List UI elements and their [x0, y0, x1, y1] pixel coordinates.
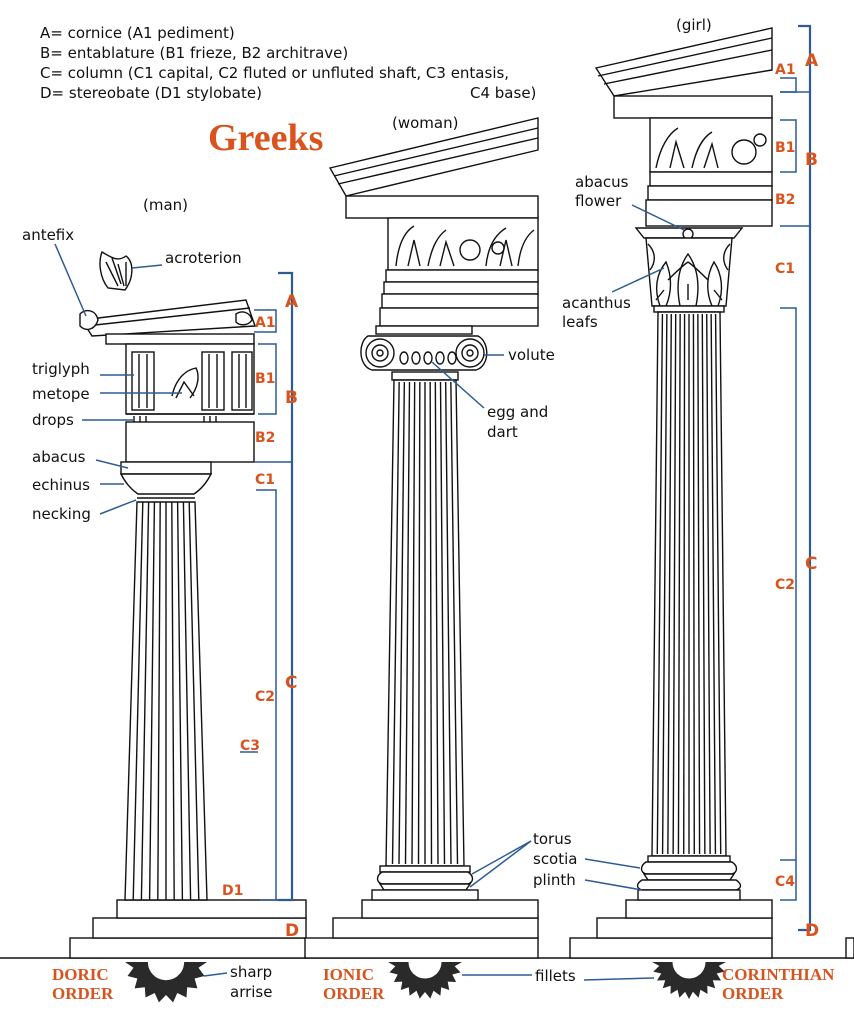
- label-echinus: echinus: [32, 476, 90, 494]
- doric-labels: antefix acroterion triglyph metope drops…: [22, 226, 242, 523]
- order-ionic-2: ORDER: [323, 984, 385, 1003]
- egg-and-dart-band: [399, 351, 457, 365]
- label-scotia: scotia: [533, 850, 577, 868]
- ground: [0, 899, 854, 959]
- label-abacus-flower-1: abacus: [575, 173, 629, 191]
- acroterion-ornament: [99, 250, 133, 291]
- caption-girl: (girl): [676, 16, 712, 34]
- ionic-order: [328, 117, 539, 901]
- measure-brackets: [240, 24, 812, 932]
- legend: A= cornice (A1 pediment) B= entablature …: [40, 24, 536, 102]
- code-corinthian-c1: C1: [775, 261, 795, 277]
- pointer-lines: [54, 204, 685, 981]
- order-doric-1: DORIC: [52, 965, 109, 984]
- label-acroterion: acroterion: [165, 249, 242, 267]
- legend-line-c4: C4 base): [470, 84, 536, 102]
- label-plinth: plinth: [533, 871, 576, 889]
- label-abacus-flower-2: flower: [575, 192, 622, 210]
- scotia: [378, 883, 472, 891]
- code-letters: A A1 B1 B B2 C1 C C2 C3 D1 D A A1 B1 B B…: [222, 51, 819, 941]
- legend-line-b: B= entablature (B1 frieze, B2 architrave…: [40, 44, 348, 62]
- label-torus: torus: [533, 830, 572, 848]
- order-corinthian-1: CORINTHIAN: [722, 965, 835, 984]
- code-corinthian-a: A: [805, 51, 819, 71]
- label-egg-and: egg and: [487, 403, 548, 421]
- label-abacus: abacus: [32, 448, 86, 466]
- order-doric-2: ORDER: [52, 984, 114, 1003]
- code-doric-d: D: [285, 921, 299, 941]
- code-corinthian-c2: C2: [775, 577, 795, 593]
- legend-line-d: D= stereobate (D1 stylobate): [40, 84, 262, 102]
- page-title: Greeks: [208, 117, 323, 159]
- doric-flute-profile: [125, 962, 207, 1003]
- corinthian-frieze-relief: [655, 127, 767, 169]
- legend-line-c: C= column (C1 capital, C2 fluted or unfl…: [40, 64, 509, 82]
- label-triglyph: triglyph: [32, 360, 90, 378]
- torus: [376, 871, 474, 885]
- label-metope: metope: [32, 385, 90, 403]
- label-fillets: fillets: [535, 967, 576, 985]
- volute-left: [365, 338, 395, 368]
- legend-line-a: A= cornice (A1 pediment): [40, 24, 235, 42]
- code-doric-a1: A1: [255, 315, 276, 331]
- label-acanthus-2: leafs: [562, 313, 598, 331]
- code-corinthian-c: C: [805, 554, 817, 574]
- label-antefix: antefix: [22, 226, 74, 244]
- code-corinthian-b1: B1: [775, 140, 795, 156]
- code-doric-b: B: [285, 388, 298, 408]
- code-corinthian-b: B: [805, 150, 818, 170]
- ionic-frieze-relief: [395, 225, 535, 267]
- caption-woman: (woman): [392, 114, 458, 132]
- ionic-labels: volute egg and dart torus scotia plinth: [487, 346, 577, 889]
- code-doric-b1: B1: [255, 371, 275, 387]
- corinthian-order: [594, 27, 773, 901]
- label-sharp: sharp: [230, 963, 272, 981]
- antefix-ornament: [79, 309, 99, 331]
- code-doric-a: A: [285, 292, 299, 312]
- flute-profiles: [125, 962, 726, 1003]
- ionic-flute-profile: [388, 962, 462, 999]
- label-drops: drops: [32, 411, 74, 429]
- code-corinthian-c4: C4: [775, 874, 795, 890]
- label-acanthus-1: acanthus: [562, 294, 631, 312]
- code-doric-c3: C3: [240, 738, 260, 754]
- triglyphs: [131, 351, 253, 411]
- code-doric-d1: D1: [222, 883, 243, 899]
- code-doric-c2: C2: [255, 689, 275, 705]
- order-ionic-1: IONIC: [323, 965, 374, 984]
- label-necking: necking: [32, 505, 91, 523]
- label-arrise: arrise: [230, 983, 272, 1001]
- label-volute: volute: [508, 346, 555, 364]
- code-doric-c1: C1: [255, 472, 275, 488]
- label-dart: dart: [487, 423, 518, 441]
- corinthian-flute-profile: [652, 962, 726, 999]
- volute-right: [455, 338, 485, 368]
- doric-order: [79, 250, 256, 901]
- code-doric-c: C: [285, 673, 297, 693]
- code-corinthian-a1: A1: [775, 62, 796, 78]
- bottom-labels: sharp arrise fillets: [230, 963, 576, 1001]
- code-corinthian-b2: B2: [775, 192, 795, 208]
- plinth: [371, 889, 479, 901]
- code-doric-b2: B2: [255, 430, 275, 446]
- caption-man: (man): [143, 196, 188, 214]
- corinthian-labels: abacus flower acanthus leafs: [562, 173, 631, 331]
- acanthus-leaves: [647, 243, 731, 307]
- order-corinthian-2: ORDER: [722, 984, 784, 1003]
- order-names: DORIC ORDER IONIC ORDER CORINTHIAN ORDER: [52, 965, 835, 1003]
- code-corinthian-d: D: [805, 921, 819, 941]
- corinthian-capital: [645, 237, 733, 307]
